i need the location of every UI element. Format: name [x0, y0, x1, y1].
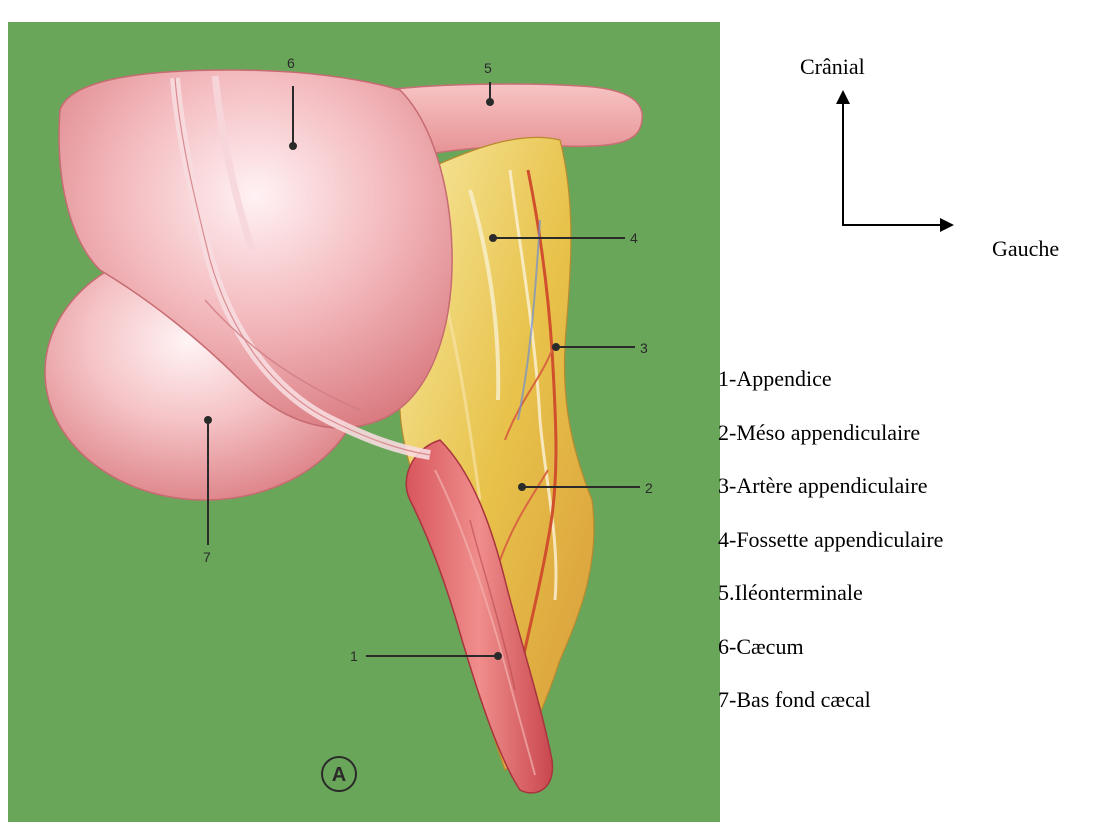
leader-3-dot: [553, 344, 559, 350]
callout-3: 3: [640, 340, 648, 356]
leader-7-dot: [205, 417, 211, 423]
callout-6: 6: [287, 55, 295, 71]
leader-4-dot: [490, 235, 496, 241]
left-arrowhead-icon: [940, 218, 954, 232]
figure-badge-letter: A: [332, 764, 346, 786]
callout-5: 5: [484, 60, 492, 76]
legend-item: 4-Fossette appendiculaire: [718, 513, 943, 567]
cranial-arrowhead-icon: [836, 90, 850, 104]
legend-item: 1-Appendice: [718, 352, 943, 406]
legend-item: 6-Cæcum: [718, 620, 943, 674]
leader-2-dot: [519, 484, 525, 490]
callout-2: 2: [645, 480, 653, 496]
legend-item: 7-Bas fond cæcal: [718, 673, 943, 727]
callout-7: 7: [203, 549, 211, 565]
leader-5-dot: [487, 99, 493, 105]
callout-1: 1: [350, 648, 358, 664]
orientation-up-label: Crânial: [800, 54, 865, 80]
orientation-right-label: Gauche: [992, 236, 1059, 262]
legend-item: 2-Méso appendiculaire: [718, 406, 943, 460]
leader-6-dot: [290, 143, 296, 149]
legend-item: 5.Iléonterminale: [718, 566, 943, 620]
orientation-arrows: [830, 88, 960, 236]
legend-item: 3-Artère appendiculaire: [718, 459, 943, 513]
callout-4: 4: [630, 230, 638, 246]
leader-1-dot: [495, 653, 501, 659]
legend-list: 1-Appendice 2-Méso appendiculaire 3-Artè…: [718, 352, 943, 727]
anatomy-illustration: 6 5 4 3 2 1 7 A: [0, 0, 760, 834]
anatomy-svg: 6 5 4 3 2 1 7 A: [0, 0, 760, 834]
